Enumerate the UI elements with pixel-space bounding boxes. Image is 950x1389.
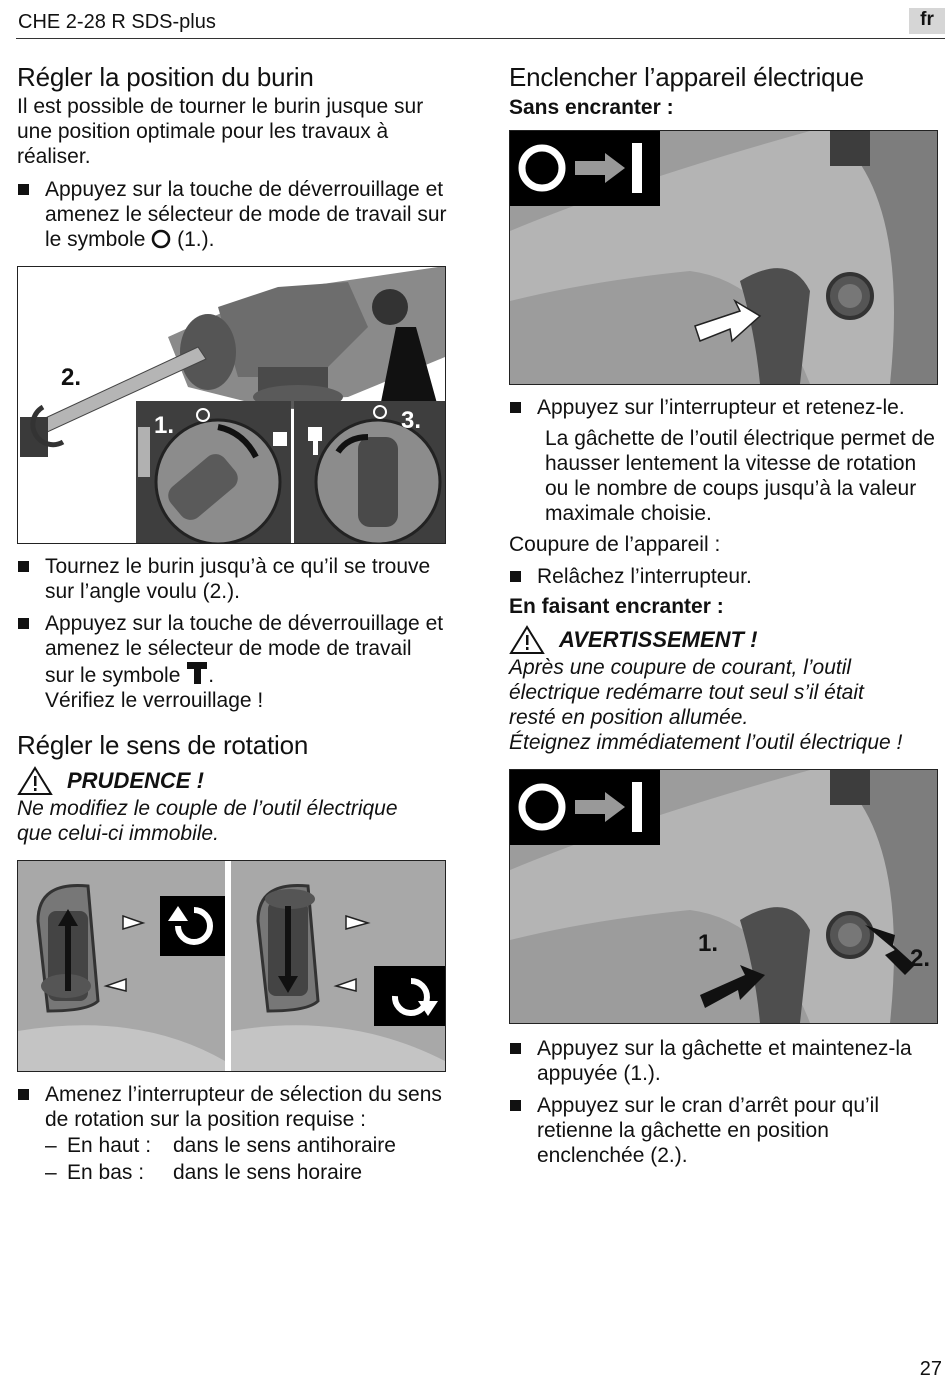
section-title-rotation: Régler le sens de rotation [17,730,309,760]
list-item: Appuyez sur l’interrupteur et retenez-le… [509,395,950,420]
figure-trigger-no-lock [509,130,938,385]
warning-heading: AVERTISSEMENT ! [509,625,939,655]
warning-text-switch-off: Éteignez immédiatement l’outil électriqu… [509,731,903,754]
model-name: CHE 2-28 R SDS-plus [18,11,216,33]
figure-label-step2: 2. [61,364,82,391]
list-item: Tournez le burin jusqu’à ce qu’il se tro… [17,554,455,604]
bullet-icon [18,618,29,629]
language-badge: fr [909,8,945,34]
hammer-symbol-icon [187,662,208,684]
caution-text: Ne modifiez le couple de l’outil électri… [17,797,398,845]
rotation-switch-illustration [18,861,445,1071]
list-item: Appuyez sur le cran d’arrêt pour qu’il r… [509,1093,917,1168]
list-item: Relâchez l’interrupteur. [509,564,939,589]
list-item: Amenez l’interrupteur de sélection du se… [17,1082,465,1132]
figure-rotation-switch [17,860,446,1072]
figure-label-step1: 1. [154,412,175,439]
figure-trigger-with-lock: 1. 2. [509,769,938,1024]
shutdown-label: Coupure de l’appareil : [509,533,721,556]
bullet-icon [18,184,29,195]
section-title-chisel: Régler la position du burin [17,62,314,92]
subheading-with-lock: En faisant encranter : [509,595,724,618]
chisel-intro: Il est possible de tourner le burin jusq… [17,95,424,168]
list-item: Appuyez sur la touche de déverrouillage … [17,611,445,713]
check-lock-text: Vérifiez le verrouillage ! [45,689,264,712]
trigger-lock-illustration [510,770,937,1023]
warning-text: Après une coupure de courant, l’outil él… [509,656,864,729]
bullet-icon [18,1089,29,1100]
figure-label-step3: 3. [401,407,422,434]
trigger-illustration [510,131,937,384]
figure-chisel-position: 2. 1. 3. [17,266,446,544]
list-item: Appuyez sur la touche de déverrouillage … [17,177,447,252]
caution-heading: PRUDENCE ! [17,766,447,796]
bullet-icon [510,402,521,413]
drill-chisel-illustration [18,267,445,543]
section-title-switch-on: Enclencher l’appareil électrique [509,62,864,92]
bullet-icon [510,1100,521,1111]
figure-label-step1: 1. [698,930,719,957]
warning-triangle-icon [17,766,53,795]
list-item: Appuyez sur la gâchette et maintenez-la … [509,1036,947,1086]
subheading-no-lock: Sans encranter : [509,96,674,119]
warning-triangle-icon [509,625,545,654]
direction-option-up: – En haut : dans le sens antihoraire [45,1134,396,1157]
direction-option-down: – En bas : dans le sens horaire [45,1161,363,1184]
bullet-icon [510,571,521,582]
page-number: 27 [919,1358,942,1380]
page-header: CHE 2-28 R SDS-plus fr [16,8,945,39]
left-column: Régler la position du burin Il est possi… [17,60,447,1186]
bullet-icon [510,1043,521,1054]
circle-symbol-icon [151,229,171,249]
right-column: Enclencher l’appareil électrique Sans en… [509,60,939,1168]
trigger-speed-note: La gâchette de l’outil électrique permet… [545,427,935,525]
figure-label-step2: 2. [910,945,931,972]
bullet-icon [18,561,29,572]
